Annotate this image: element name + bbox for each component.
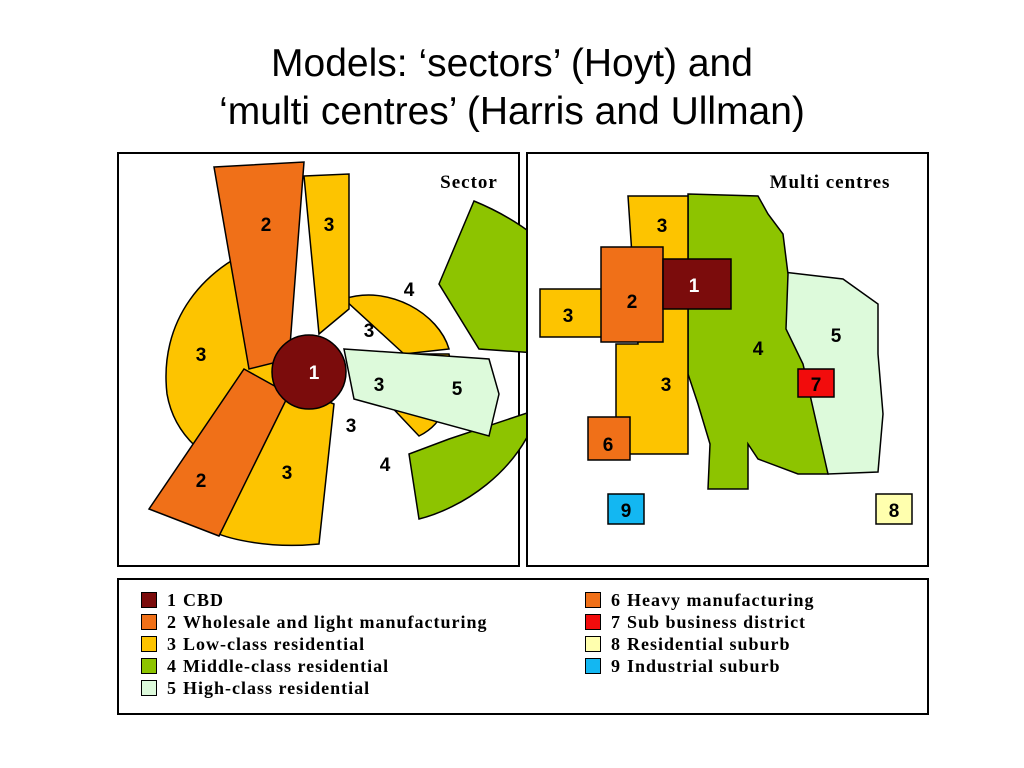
multi-zone-label: 9 <box>621 501 632 522</box>
legend-number: 7 <box>611 611 621 632</box>
legend-label: Sub business district <box>627 611 807 632</box>
legend-label: Heavy manufacturing <box>627 589 815 610</box>
multi-zone-label: 5 <box>831 326 842 347</box>
title-line-1: Models: ‘sectors’ (Hoyt) and <box>271 42 753 85</box>
legend-swatch <box>585 658 601 674</box>
legend-swatch <box>585 636 601 652</box>
multi-centres-model-panel: 3 2 1 3 5 4 3 7 6 9 8 Multi centres <box>526 152 929 567</box>
sector-low-class-zone-top <box>303 173 350 336</box>
legend-swatch <box>585 592 601 608</box>
sector-zone-label: 1 <box>309 363 320 384</box>
multi-zone-label: 1 <box>689 276 700 297</box>
legend-number: 8 <box>611 633 621 654</box>
multi-panel-label: Multi centres <box>770 172 891 193</box>
legend-item: 8 Residential suburb <box>585 634 791 654</box>
sector-high-class-zone <box>343 348 500 437</box>
legend-label: Residential suburb <box>627 633 791 654</box>
legend-label: Middle-class residential <box>183 655 390 676</box>
legend-item: 9 Industrial suburb <box>585 656 781 676</box>
multi-zone-label: 3 <box>563 306 574 327</box>
sector-panel-label: Sector <box>440 172 498 193</box>
sector-zone-label: 2 <box>261 215 272 236</box>
legend-item: 7 Sub business district <box>585 612 806 632</box>
sector-zone-label: 3 <box>346 416 357 437</box>
legend-label: High-class residential <box>183 677 371 698</box>
title-line-2: ‘multi centres’ (Harris and Ullman) <box>219 90 805 133</box>
legend-number: 1 <box>167 589 177 610</box>
legend-label: Industrial suburb <box>627 655 781 676</box>
sector-zone-label: 5 <box>452 379 463 400</box>
multi-centres-model-diagram: 3 2 1 3 5 4 3 7 6 9 8 Multi centres <box>539 172 913 525</box>
multi-zone-label: 3 <box>657 216 668 237</box>
multi-cbd-zone <box>662 258 732 310</box>
legend-number: 9 <box>611 655 621 676</box>
legend-label: Low-class residential <box>183 633 366 654</box>
legend-swatch <box>585 614 601 630</box>
multi-sub-business-zone <box>797 368 835 398</box>
legend-swatch <box>141 680 157 696</box>
multi-zone-label: 6 <box>603 435 614 456</box>
legend-number: 6 <box>611 589 621 610</box>
sector-cbd-zone <box>271 334 347 410</box>
legend-item: 3 Low-class residential <box>141 634 365 654</box>
legend-number: 5 <box>167 677 177 698</box>
multi-zone-label: 2 <box>627 292 638 313</box>
legend-label: Wholesale and light manufacturing <box>183 611 488 632</box>
multi-zone-label: 8 <box>889 501 900 522</box>
legend-swatch <box>141 636 157 652</box>
sector-zone-label: 3 <box>324 215 335 236</box>
sector-zone-label: 4 <box>404 280 415 301</box>
sector-zone-label: 3 <box>196 345 207 366</box>
multi-industrial-suburb-zone <box>607 493 645 525</box>
legend-label: CBD <box>183 589 225 610</box>
legend-swatch <box>141 658 157 674</box>
multi-residential-suburb-zone <box>875 493 913 525</box>
legend-item: 2 Wholesale and light manufacturing <box>141 612 488 632</box>
multi-zone-label: 3 <box>661 375 672 396</box>
multi-low-class-west-zone <box>539 288 604 338</box>
sector-low-class-inner-ring <box>342 294 450 355</box>
multi-zone-label: 7 <box>811 375 822 396</box>
legend-item: 4 Middle-class residential <box>141 656 389 676</box>
sector-zone-label: 4 <box>380 455 391 476</box>
legend-item: 6 Heavy manufacturing <box>585 590 815 610</box>
legend-item: 5 High-class residential <box>141 678 370 698</box>
sector-zone-label: 3 <box>282 463 293 484</box>
sector-zone-label: 3 <box>374 375 385 396</box>
legend-number: 3 <box>167 633 177 654</box>
sector-zone-label: 2 <box>196 471 207 492</box>
legend-item: 1 CBD <box>141 590 224 610</box>
legend-swatch <box>141 592 157 608</box>
page-title: Models: ‘sectors’ (Hoyt) and ‘multi cent… <box>0 40 1024 136</box>
legend-number: 2 <box>167 611 177 632</box>
multi-heavy-manufacturing-zone <box>587 416 631 461</box>
multi-zone-label: 4 <box>753 339 764 360</box>
legend-number: 4 <box>167 655 177 676</box>
legend-swatch <box>141 614 157 630</box>
sector-zone-label: 3 <box>364 321 375 342</box>
